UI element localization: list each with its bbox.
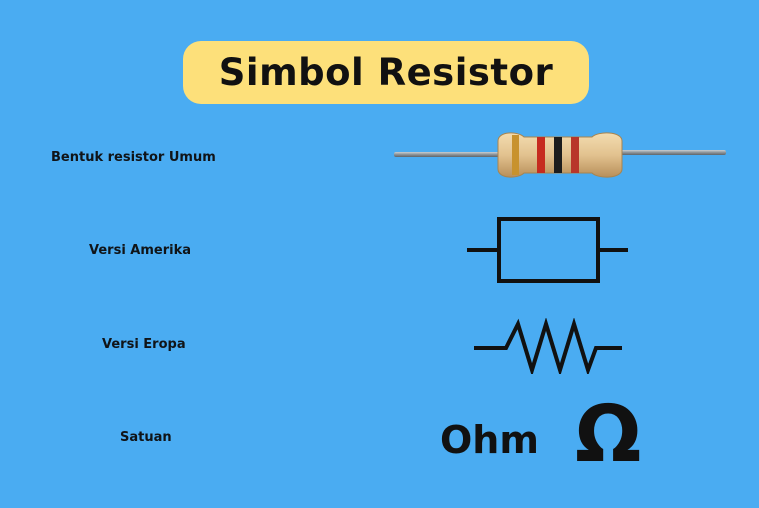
label-american-version: Versi Amerika: [89, 243, 192, 258]
label-common-resistor: Bentuk resistor Umum: [51, 150, 216, 165]
page-title: Simbol Resistor: [218, 51, 554, 94]
left-lead: [394, 152, 504, 157]
zigzag-resistor-icon: [474, 318, 622, 374]
label-unit: Satuan: [120, 430, 172, 445]
right-lead: [616, 150, 726, 155]
band-2: [537, 137, 545, 173]
band-1: [512, 135, 519, 175]
resistor-component-icon: [394, 132, 726, 178]
omega-icon: Ω: [575, 390, 642, 480]
band-3: [554, 137, 562, 173]
band-4: [571, 137, 579, 173]
rectangle-resistor-icon: [467, 217, 628, 283]
label-european-version: Versi Eropa: [102, 337, 186, 352]
title-banner: Simbol Resistor: [183, 41, 589, 104]
unit-name: Ohm: [440, 418, 539, 462]
